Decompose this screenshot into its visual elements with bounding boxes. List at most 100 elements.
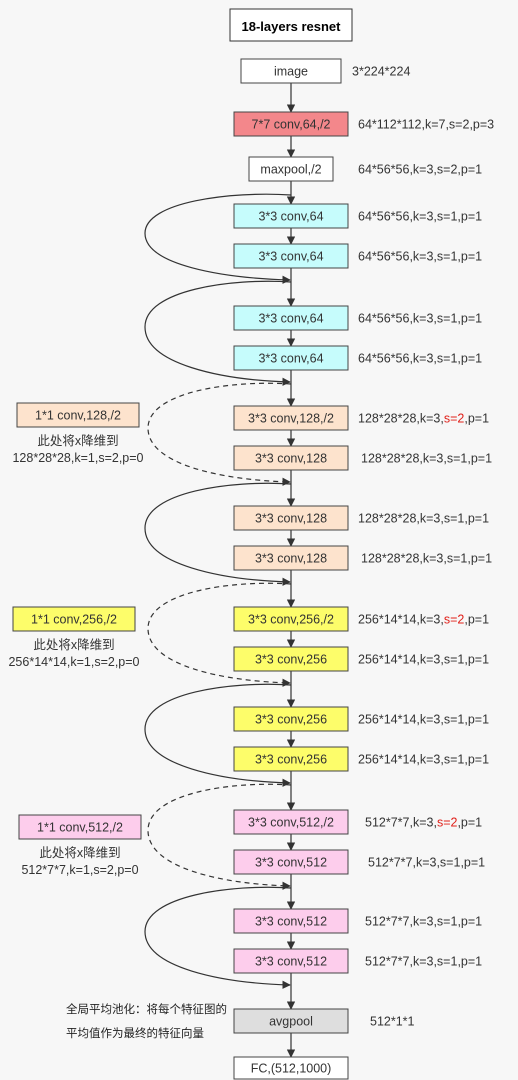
param-text: 3*224*224 — [352, 65, 410, 79]
layer-box-c4b2 — [233, 746, 349, 772]
downsample-note-line1: 此处将x降维到 — [37, 434, 118, 448]
layer-label-c4b2: 3*3 conv,256 — [255, 753, 327, 767]
shortcut-identity-curve — [144, 482, 292, 586]
layer-label-c3b2: 3*3 conv,128 — [255, 552, 327, 566]
avgpool-note-line2: 平均值作为最终的特征向量 — [66, 1026, 204, 1040]
downsample-box-label: 1*1 conv,512,/2 — [37, 821, 123, 835]
downsample-box-label: 1*1 conv,128,/2 — [35, 409, 121, 423]
shortcut-identity-curve — [144, 193, 292, 284]
layer-label-c3a2: 3*3 conv,128 — [255, 452, 327, 466]
layer-box-c3b2 — [233, 545, 349, 571]
layer-box-fc — [233, 1056, 349, 1080]
layer-params-c5a2: 512*7*7,k=3,s=1,p=1 — [368, 856, 485, 870]
param-text: 128*28*28,k=3,s=1,p=1 — [361, 552, 492, 566]
param-text: 512*7*7,k=3,s=1,p=1 — [368, 856, 485, 870]
param-text: 256*14*14,k=3,s=1,p=1 — [358, 753, 489, 767]
param-text: 256*14*14,k=3,s=1,p=1 — [358, 653, 489, 667]
shortcut-identity-curve — [144, 683, 292, 787]
shortcut-identity-curve — [144, 886, 292, 989]
downsample-note-line2: 128*28*28,k=1,s=2,p=0 — [12, 451, 143, 465]
layer-box-c2b2 — [233, 345, 349, 371]
layer-params-c2a2: 64*56*56,k=3,s=1,p=1 — [358, 250, 482, 264]
layer-params-c3b1: 128*28*28,k=3,s=1,p=1 — [358, 512, 489, 526]
edges-layer — [144, 83, 296, 1058]
param-text: 64*56*56,k=3,s=1,p=1 — [358, 312, 482, 326]
downsample-box-3 — [18, 814, 142, 840]
param-text: 64*56*56,k=3,s=1,p=1 — [358, 352, 482, 366]
layer-params-c4a2: 256*14*14,k=3,s=1,p=1 — [358, 653, 489, 667]
layer-label-c2b1: 3*3 conv,64 — [258, 312, 323, 326]
layer-params-c5a1: 512*7*7,k=3,s=2,p=1 — [365, 816, 482, 830]
layer-params-c2a1: 64*56*56,k=3,s=1,p=1 — [358, 210, 482, 224]
layer-box-c5b2 — [233, 948, 349, 974]
layer-label-fc: FC,(512,1000) — [251, 1062, 332, 1076]
layer-label-c2a2: 3*3 conv,64 — [258, 250, 323, 264]
param-text: 512*7*7,k=3,s=1,p=1 — [365, 955, 482, 969]
layer-label-maxpool: maxpool,/2 — [260, 163, 321, 177]
shortcut-projection-curve — [147, 783, 292, 890]
title-box — [229, 8, 353, 42]
layer-params-c2b1: 64*56*56,k=3,s=1,p=1 — [358, 312, 482, 326]
layer-box-c2b1 — [233, 305, 349, 331]
param-text: 64*56*56,k=3,s=1,p=1 — [358, 210, 482, 224]
layer-box-c2a1 — [233, 203, 349, 229]
downsample-box-2 — [12, 606, 136, 632]
param-text: 64*56*56,k=3,s=1,p=1 — [358, 250, 482, 264]
nodes-layer: 18-layers resnet image 3*224*224 7*7 conv,6… — [8, 8, 494, 1080]
param-text: 256*14*14,k=3, — [358, 613, 444, 627]
param-text: ,p=1 — [464, 613, 489, 627]
layer-params-c3b2: 128*28*28,k=3,s=1,p=1 — [361, 552, 492, 566]
layer-params-c4a1: 256*14*14,k=3,s=2,p=1 — [358, 613, 489, 627]
layer-params-conv1: 64*112*112,k=7,s=2,p=3 — [358, 118, 494, 132]
layer-label-c5a1: 3*3 conv,512,/2 — [248, 816, 334, 830]
downsample-box-label: 1*1 conv,256,/2 — [31, 613, 117, 627]
param-text: 512*7*7,k=3, — [365, 816, 437, 830]
layer-box-c4b1 — [233, 706, 349, 732]
layer-label-avgpool: avgpool — [269, 1015, 313, 1029]
layer-params-avgpool: 512*1*1 — [370, 1015, 415, 1029]
param-text: ,p=1 — [457, 816, 482, 830]
param-text: 64*56*56,k=3,s=2,p=1 — [358, 163, 482, 177]
param-text: 128*28*28,k=3, — [358, 412, 444, 426]
layer-label-conv1: 7*7 conv,64,/2 — [252, 118, 331, 132]
layer-label-image: image — [274, 65, 308, 79]
layer-box-image — [240, 58, 342, 84]
diagram-title: 18-layers resnet — [241, 19, 341, 34]
avgpool-note-line1: 全局平均池化：将每个特征图的 — [66, 1002, 227, 1016]
layer-label-c4a2: 3*3 conv,256 — [255, 653, 327, 667]
layer-label-c4b1: 3*3 conv,256 — [255, 713, 327, 727]
layer-params-c5b2: 512*7*7,k=3,s=1,p=1 — [365, 955, 482, 969]
stride-highlight: s=2 — [444, 613, 465, 627]
layer-label-c5b2: 3*3 conv,512 — [255, 955, 327, 969]
downsample-note-line1: 此处将x降维到 — [39, 846, 120, 860]
layer-box-c4a1 — [233, 606, 349, 632]
layer-params-c3a2: 128*28*28,k=3,s=1,p=1 — [361, 452, 492, 466]
param-text: 512*7*7,k=3,s=1,p=1 — [365, 915, 482, 929]
layer-label-c2a1: 3*3 conv,64 — [258, 210, 323, 224]
layer-params-c3a1: 128*28*28,k=3,s=2,p=1 — [358, 412, 489, 426]
layer-params-c2b2: 64*56*56,k=3,s=1,p=1 — [358, 352, 482, 366]
param-text: 512*1*1 — [370, 1015, 415, 1029]
layer-box-conv1 — [233, 111, 349, 137]
stride-highlight: s=2 — [444, 412, 465, 426]
layer-label-c4a1: 3*3 conv,256,/2 — [248, 613, 334, 627]
layer-label-c5a2: 3*3 conv,512 — [255, 856, 327, 870]
layer-box-c2a2 — [233, 243, 349, 269]
downsample-box-1 — [16, 402, 140, 428]
param-text: 128*28*28,k=3,s=1,p=1 — [361, 452, 492, 466]
layer-params-c4b1: 256*14*14,k=3,s=1,p=1 — [358, 713, 489, 727]
layer-box-c3a1 — [233, 405, 349, 431]
downsample-note-line1: 此处将x降维到 — [33, 638, 114, 652]
downsample-note-line2: 512*7*7,k=1,s=2,p=0 — [21, 863, 138, 877]
layer-label-c3a1: 3*3 conv,128,/2 — [248, 412, 334, 426]
stride-highlight: s=2 — [437, 816, 458, 830]
layer-box-maxpool — [248, 156, 334, 182]
param-text: 256*14*14,k=3,s=1,p=1 — [358, 713, 489, 727]
layer-params-maxpool: 64*56*56,k=3,s=2,p=1 — [358, 163, 482, 177]
layer-box-c5b1 — [233, 908, 349, 934]
param-text: 64*112*112,k=7,s=2,p=3 — [358, 118, 494, 132]
layer-box-c3b1 — [233, 505, 349, 531]
layer-params-c5b1: 512*7*7,k=3,s=1,p=1 — [365, 915, 482, 929]
layer-box-avgpool — [233, 1008, 349, 1034]
